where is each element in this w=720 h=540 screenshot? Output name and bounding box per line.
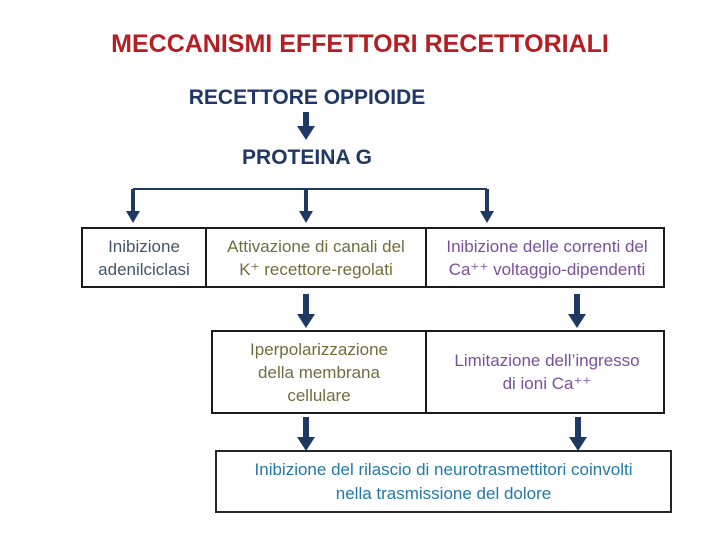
flow-row-1: Inibizione adenilciclasi Attivazione di … [81, 227, 665, 288]
box-text-line: nella trasmissione del dolore [335, 483, 552, 503]
flow-row-2: Iperpolarizzazione della membrana cellul… [211, 330, 665, 414]
box-text-line: Limitazione dell’ingresso [454, 351, 640, 370]
protein-g-label: PROTEINA G [242, 146, 372, 169]
box-text-line: Ca⁺⁺ voltaggio-dipendenti [448, 259, 646, 279]
down-arrow-icon [297, 417, 315, 451]
flow-box-inibizione-correnti-ca: Inibizione delle correnti del Ca⁺⁺ volta… [425, 229, 667, 286]
flow-box-inibizione-adenilciclasi: Inibizione adenilciclasi [83, 229, 205, 286]
down-arrow-icon [569, 417, 587, 451]
receptor-label: RECETTORE OPPIOIDE [188, 86, 426, 109]
flow-box-limitazione-ingresso-ca: Limitazione dell’ingresso di ioni Ca⁺⁺ [425, 332, 667, 412]
down-arrow-icon [297, 112, 315, 140]
down-arrow-icon [568, 294, 586, 328]
box-text-line: Attivazione di canali del [227, 236, 405, 256]
box-text-line: Inibizione delle correnti del [446, 236, 648, 256]
down-arrow-icon [299, 189, 313, 223]
box-text-line: K⁺ recettore-regolati [239, 259, 393, 279]
flow-box-iperpolarizzazione: Iperpolarizzazione della membrana cellul… [213, 332, 425, 412]
box-text-line: della membrana [258, 362, 380, 382]
down-arrow-icon [297, 294, 315, 328]
box-text-line: adenilciclasi [98, 259, 190, 279]
box-text-line: di ioni Ca⁺⁺ [502, 374, 592, 393]
down-arrow-icon [126, 189, 140, 223]
flow-box-outcome: Inibizione del rilascio di neurotrasmett… [215, 450, 672, 513]
slide-title: MECCANISMI EFFETTORI RECETTORIALI [111, 30, 609, 58]
box-text-line: Iperpolarizzazione [250, 339, 388, 359]
branch-connector-line [133, 188, 487, 190]
box-text-line: cellulare [287, 385, 351, 405]
flow-box-attivazione-canali-k: Attivazione di canali del K⁺ recettore-r… [205, 229, 425, 286]
box-text-line: Inibizione del rilascio di neurotrasmett… [254, 459, 633, 479]
down-arrow-icon [480, 189, 494, 223]
box-text-line: Inibizione [108, 236, 180, 256]
